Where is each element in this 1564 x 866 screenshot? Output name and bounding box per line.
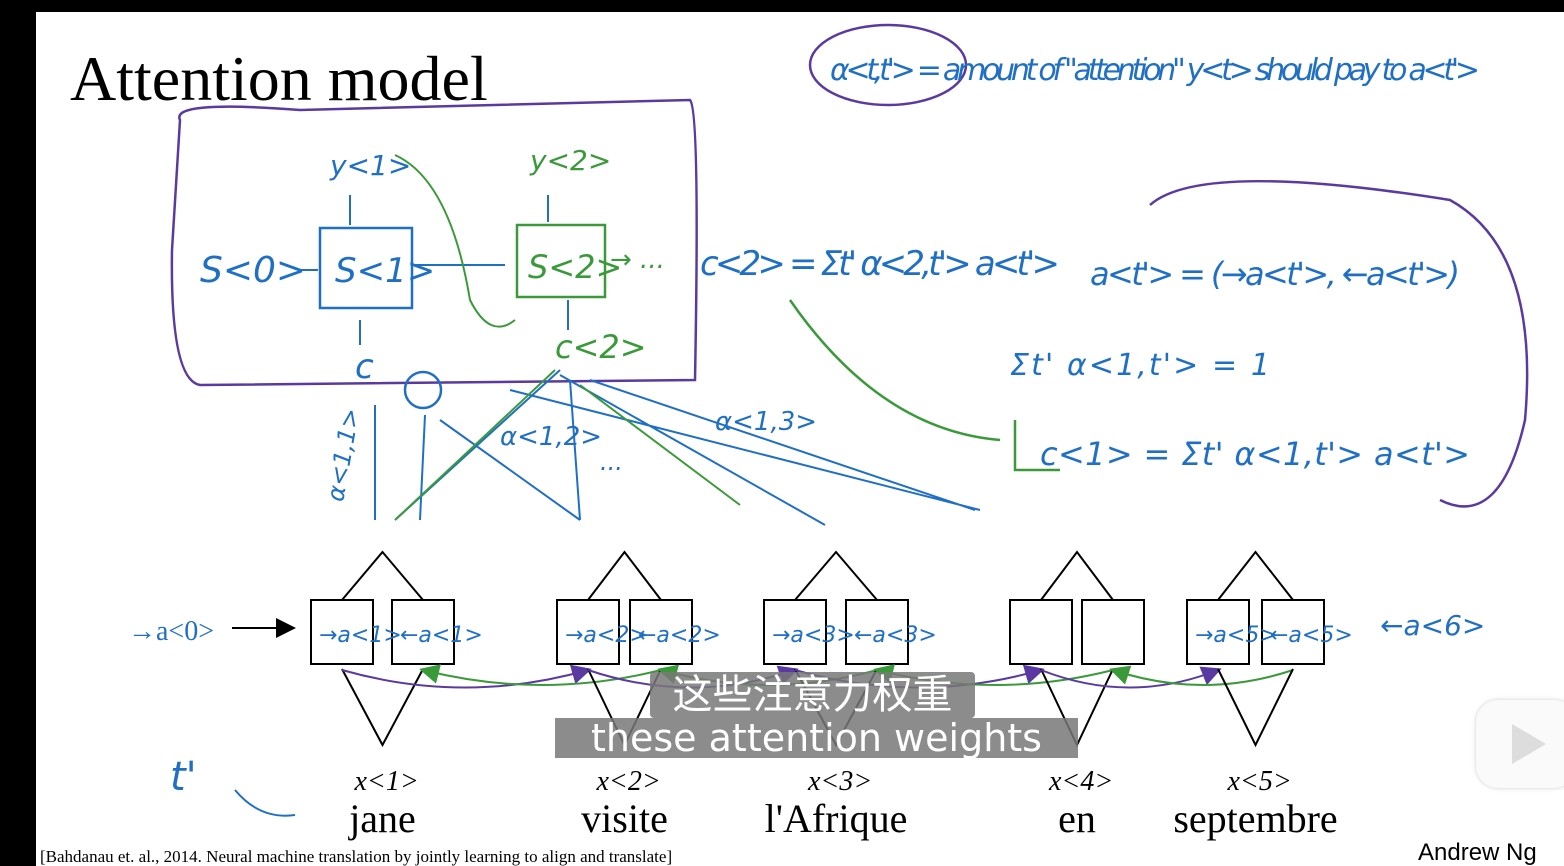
alpha-definition: α<t,t'> = amount of "attention" y<t> sho… (830, 53, 1480, 88)
input-label: x<3> (807, 766, 872, 797)
forward-cell (1009, 599, 1073, 665)
input-arrow (1217, 668, 1294, 748)
alpha12-label: α<1,2> (500, 422, 602, 452)
a6-label: ←a<6> (1380, 609, 1485, 642)
author: Andrew Ng (1418, 839, 1537, 866)
forward-activation-label: →a<1> (319, 623, 402, 648)
backward-activation-label: ←a<1> (400, 623, 483, 648)
sum-constraint: Σt' α<1,t'> = 1 (1010, 348, 1270, 383)
forward-activation-label: →a<3> (772, 623, 855, 648)
c2-label: c<2> (555, 328, 647, 366)
slide-title: Attention model (70, 43, 488, 114)
ellipsis: → ... (610, 245, 665, 275)
s1-box (318, 226, 414, 310)
context-1-equation: c<1> = Σt' α<1,t'> a<t'> (1040, 435, 1470, 473)
input-label: x<4> (1048, 766, 1113, 797)
t-prime-label: t' (170, 754, 197, 800)
citation: [Bahdanau et. al., 2014. Neural machine … (40, 847, 672, 866)
french-word: l'Afrique (765, 796, 908, 841)
s2-label: S<2> (528, 248, 622, 286)
a0-label: →a<0> (128, 616, 214, 647)
output-arrow (587, 550, 662, 601)
french-word: septembre (1173, 796, 1337, 841)
y1-label: y<1> (329, 149, 411, 182)
alpha-circle (808, 23, 968, 107)
s2-box (515, 223, 607, 299)
context-2-equation: c<2> = Σt' α<2,t'> a<t'> (700, 244, 1060, 284)
play-button-icon[interactable] (1476, 700, 1564, 788)
s0-label: S<0> (200, 250, 306, 291)
output-arrow (1217, 550, 1294, 601)
activation-definition: a<t'> = (→a<t'>, ←a<t'>) (1090, 255, 1460, 293)
subtitle-chinese: 这些注意力权重 (650, 672, 975, 718)
forward-activation-label: →a<5> (1195, 623, 1278, 648)
input-label: x<2> (596, 766, 661, 797)
french-word: visite (581, 796, 668, 841)
output-arrow (341, 550, 424, 601)
french-word: en (1058, 796, 1096, 841)
c1-label: c (355, 347, 374, 387)
alpha13-label: α<1,3> (715, 407, 817, 437)
plus-circle-icon (403, 370, 443, 410)
dots: ... (600, 448, 623, 476)
alpha11-label: α<1,1> (321, 406, 365, 504)
encoder: →a<0> ←a<6> →a<1>←a<1> x<1>jane →a<2>←a<2>… (128, 550, 1485, 841)
diagram: Attention model S<0> S<1> S<2> y<1> y<2>… (40, 23, 1537, 866)
backward-activation-label: ←a<3> (854, 623, 937, 648)
decoder-outline (170, 98, 698, 387)
s1-label: S<1> (335, 251, 435, 291)
forward-activation-label: →a<2> (565, 623, 648, 648)
subtitle-english: these attention weights (555, 718, 1078, 758)
input-arrow (341, 668, 424, 748)
backward-activation-label: ←a<2> (638, 623, 721, 648)
input-label: x<5> (1227, 766, 1292, 797)
backward-activation-label: ←a<5> (1270, 623, 1353, 648)
output-arrow (1040, 550, 1114, 601)
output-arrow (794, 550, 878, 601)
y2-label: y<2> (529, 144, 611, 177)
input-label: x<1> (354, 766, 419, 797)
french-word: jane (347, 796, 416, 841)
backward-cell (1081, 599, 1145, 665)
